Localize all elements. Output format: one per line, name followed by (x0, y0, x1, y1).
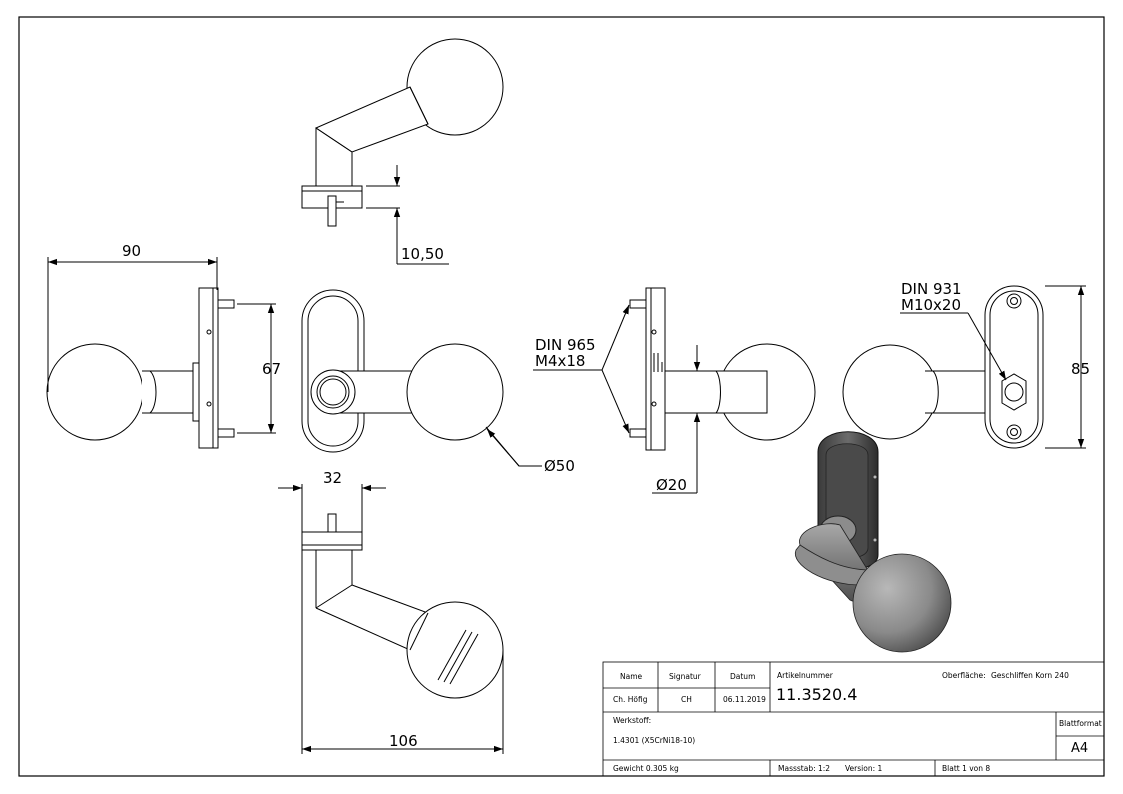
side-view-left (46, 257, 276, 449)
side-view-right (533, 287, 816, 494)
dim-bottom-width: 32 (323, 469, 342, 487)
tb-signatur: CH (681, 695, 692, 704)
leader-arrow-dia50 (486, 428, 520, 467)
tb-massstab: Massstab: 1:2 (778, 764, 830, 773)
back-view (842, 285, 1086, 449)
tb-version: Version: 1 (845, 764, 882, 773)
dim-plate-height: 67 (262, 360, 281, 378)
tb-blattformat: A4 (1071, 741, 1088, 756)
bottom-view (278, 484, 504, 754)
tb-artikel-label: Artikelnummer (777, 671, 834, 680)
dim-side-width: 90 (122, 242, 141, 260)
dim-back-height: 85 (1071, 360, 1090, 378)
callout-screw2-line2: M10x20 (901, 296, 961, 314)
tb-gewicht: Gewicht 0.305 kg (613, 764, 679, 773)
callout-screw1-line2: M4x18 (535, 352, 585, 370)
dim-ball-dia: Ø50 (544, 457, 575, 475)
dim-bottom-length: 106 (389, 732, 418, 750)
front-view (301, 289, 542, 467)
tb-oberflaeche: Geschliffen Korn 240 (991, 671, 1069, 680)
tb-werkstoff-label: Werkstoff: (613, 716, 651, 725)
tb-blattformat-label: Blattformat (1059, 719, 1102, 728)
title-block (602, 661, 1105, 777)
tb-blatt: Blatt 1 von 8 (942, 764, 990, 773)
callout-screw1-line1: DIN 965 (535, 336, 596, 354)
dim-top-height: 10,50 (401, 245, 444, 263)
tb-header-datum: Datum (730, 672, 755, 681)
dim-pin-dia: Ø20 (656, 476, 687, 494)
drawing-frame (18, 16, 1105, 777)
callout-screw2-line1: DIN 931 (901, 280, 962, 298)
tb-artikel-nr: 11.3520.4 (776, 685, 857, 704)
tb-datum: 06.11.2019 (723, 695, 766, 704)
tb-werkstoff: 1.4301 (X5CrNi18-10) (613, 736, 695, 745)
tb-header-signatur: Signatur (669, 672, 702, 681)
tb-name: Ch. Höfig (613, 695, 648, 704)
tb-oberflaeche-label: Oberfläche: (942, 671, 986, 680)
tb-header-name: Name (620, 672, 643, 681)
top-view (301, 38, 504, 265)
iso-view (794, 431, 952, 653)
